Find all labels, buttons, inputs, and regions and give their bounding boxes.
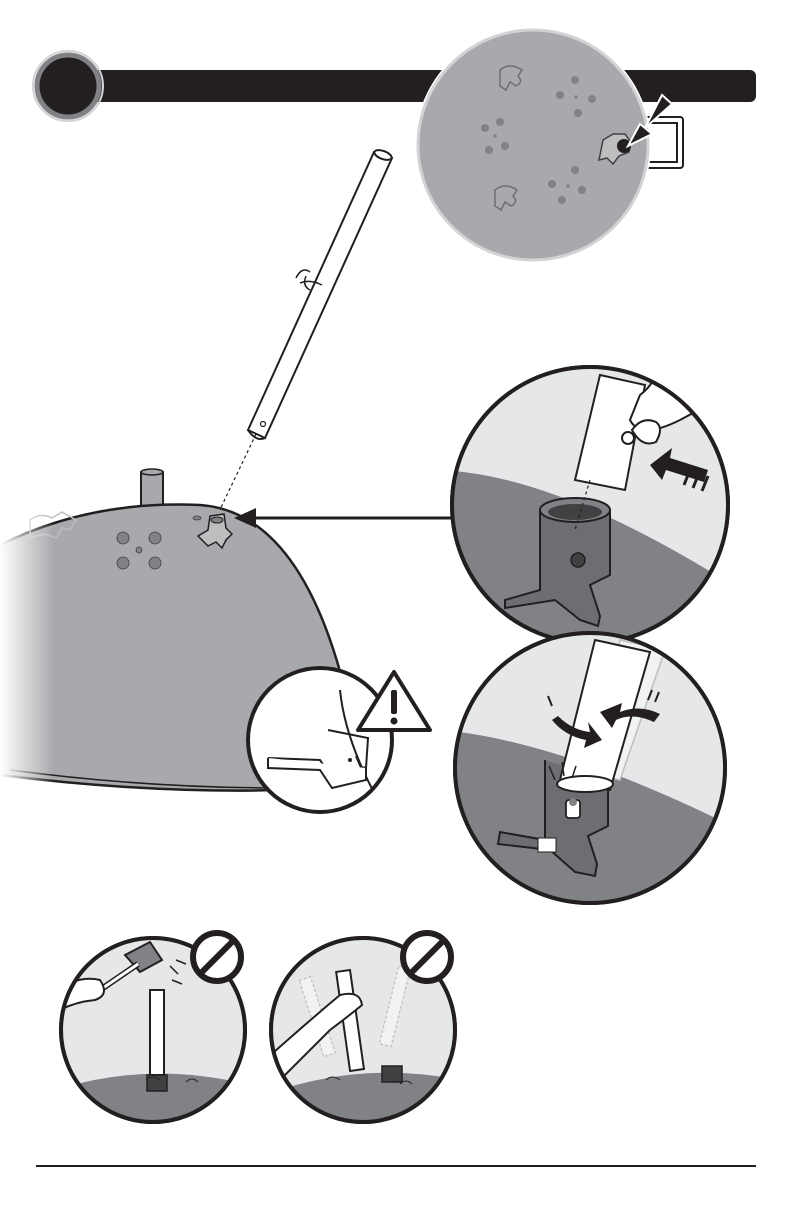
- detail-insert-leg: [440, 287, 760, 660]
- step-header: [33, 51, 756, 121]
- prohibited-icon: [193, 933, 241, 981]
- step-header-bar: [60, 70, 756, 102]
- detail-twist-lock: [440, 620, 740, 920]
- prohibited-icon: [403, 933, 451, 981]
- arrow-to-socket: [234, 508, 458, 528]
- step-number-badge: [37, 55, 99, 117]
- do-not-hammer: [55, 930, 255, 1130]
- do-not-force: [265, 930, 465, 1130]
- detail-lid-underside: [415, 27, 680, 263]
- leg-tube: [216, 148, 393, 518]
